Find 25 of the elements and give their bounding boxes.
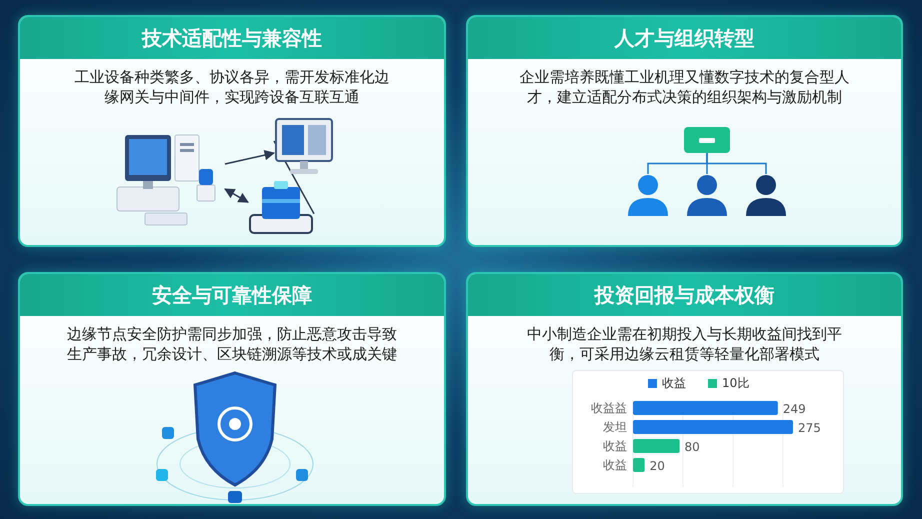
card-description: 中小制造企业需在初期投入与长期收益间找到平衡，可采用边缘云租赁等轻量化部署模式: [526, 324, 843, 364]
legend-label: 10比: [722, 376, 750, 390]
card-title: 人才与组织转型: [468, 17, 901, 59]
info-card: [18, 15, 446, 247]
card-description: 边缘节点安全防护需同步加强，防止恶意攻击导致生产事故，冗余设计、区块链溯源等技术或成关键: [66, 324, 398, 364]
info-card: [18, 272, 446, 506]
card-description: 企业需培养既懂工业机理又懂数字技术的复合型人才，建立适配分布式决策的组织架构与激励机制: [518, 67, 850, 107]
card-title: 投资回报与成本权衡: [468, 274, 901, 316]
arrow: [224, 188, 249, 203]
card-title: 技术适配性与兼容性: [20, 17, 444, 59]
value-label: 249: [782, 402, 806, 416]
legend-label: 收益: [662, 376, 686, 390]
value-label: 20: [650, 459, 665, 473]
card-title: 安全与可靠性保障: [20, 274, 444, 316]
category-label: 收益: [603, 458, 627, 472]
category-label: 发坦: [603, 420, 627, 434]
info-card: [466, 272, 903, 506]
card-description: 工业设备种类繁多、协议各异，需开发标准化边缘网关与中间件，实现跨设备互联互通: [74, 67, 390, 107]
category-label: 收益益: [591, 401, 627, 415]
category-label: 收益: [603, 439, 627, 453]
value-label: 275: [798, 421, 821, 435]
arrow: [224, 150, 276, 165]
info-card: [466, 15, 903, 247]
value-label: 80: [684, 440, 700, 454]
connector-line: [706, 153, 767, 174]
